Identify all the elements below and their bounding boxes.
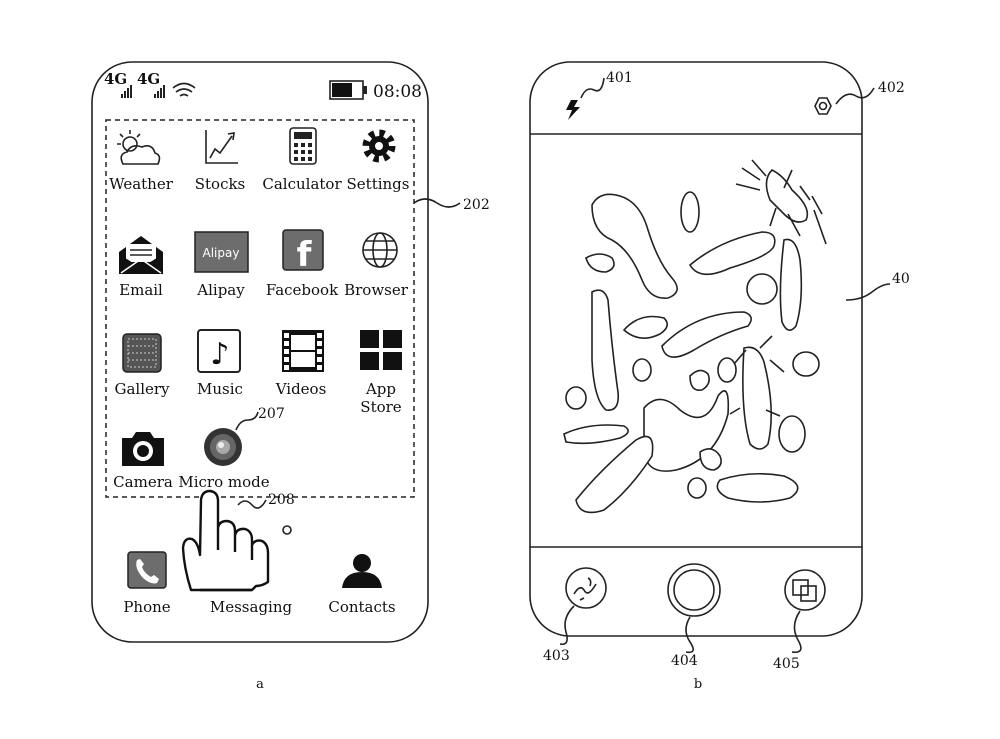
callout-207: 207: [258, 406, 285, 422]
status-bar: 4G 4G 08:08: [104, 70, 422, 102]
app-grid-region: [105, 119, 415, 498]
app-label-camera: Camera: [113, 473, 173, 491]
viewfinder[interactable]: [563, 159, 827, 514]
callout-40: 40: [892, 271, 910, 287]
app-videos[interactable]: Videos: [275, 330, 327, 398]
callout-leader-401: [580, 77, 605, 99]
app-label-facebook: Facebook: [266, 281, 339, 299]
email-icon: [119, 236, 163, 274]
callout-401: 401: [606, 70, 633, 86]
app-label-calculator: Calculator: [262, 175, 342, 193]
app-label-weather: Weather: [109, 175, 174, 193]
callout-403: 403: [543, 648, 570, 664]
app-label-app-store-1: App: [365, 380, 396, 398]
app-label-gallery: Gallery: [114, 380, 170, 398]
alipay-icon-text: Alipay: [203, 246, 240, 260]
callout-404: 404: [671, 653, 698, 669]
callout-leader-40: [845, 283, 891, 301]
music-note-glyph: ♪: [210, 337, 229, 372]
callout-leader-405: [791, 610, 802, 654]
gallery-icon: [122, 333, 162, 373]
network-label-1: 4G: [104, 70, 127, 88]
dock-label-contacts: Contacts: [328, 598, 395, 616]
music-note-icon: ♪: [197, 329, 241, 373]
app-camera[interactable]: Camera: [113, 432, 173, 491]
callout-leader-208: [237, 499, 267, 509]
app-alipay[interactable]: Alipay Alipay: [194, 231, 249, 299]
app-gallery[interactable]: Gallery: [114, 333, 170, 398]
phone-icon: [127, 551, 167, 589]
weather-icon: [117, 130, 161, 165]
app-label-micro-mode: Micro mode: [178, 473, 269, 491]
callout-leader-202: [413, 198, 461, 208]
camera-icon: [122, 432, 164, 466]
app-email[interactable]: Email: [119, 236, 163, 299]
app-settings[interactable]: Settings: [347, 129, 410, 193]
phone-b-body: [529, 61, 863, 637]
dock-messaging[interactable]: Messaging: [210, 598, 293, 616]
app-weather[interactable]: Weather: [109, 130, 174, 193]
app-facebook[interactable]: f Facebook: [266, 229, 339, 299]
signal-icon-2: [154, 85, 165, 98]
callout-208: 208: [268, 492, 295, 508]
pointing-hand-icon: [181, 489, 270, 592]
app-label-videos: Videos: [275, 380, 327, 398]
dock-contacts[interactable]: Contacts: [328, 554, 396, 616]
app-label-app-store-2: Store: [360, 398, 402, 416]
app-label-stocks: Stocks: [195, 175, 246, 193]
gear-icon[interactable]: [814, 97, 832, 115]
app-calculator[interactable]: Calculator: [262, 127, 342, 193]
app-browser[interactable]: Browser: [344, 232, 409, 299]
app-stocks[interactable]: Stocks: [195, 130, 246, 193]
globe-icon: [362, 232, 398, 268]
dock-label-phone: Phone: [123, 598, 170, 616]
caption-a: a: [256, 677, 264, 692]
app-label-settings: Settings: [347, 175, 410, 193]
callout-405: 405: [773, 656, 800, 672]
film-icon: [282, 330, 324, 372]
dock-label-messaging: Messaging: [210, 598, 293, 616]
app-app-store[interactable]: App Store: [360, 330, 402, 416]
micro-mode-icon: [204, 428, 242, 466]
callout-leader-402: [835, 87, 875, 105]
caption-b: b: [694, 677, 702, 692]
status-time: 08:08: [373, 82, 422, 102]
callout-leader-404: [685, 616, 694, 654]
callout-leader-207: [235, 411, 259, 431]
gallery-thumbnail-button[interactable]: [565, 567, 607, 609]
facebook-icon: f: [282, 229, 324, 275]
dock-phone[interactable]: Phone: [123, 551, 171, 616]
app-micro-mode[interactable]: Micro mode: [178, 428, 270, 491]
phone-a: 4G 4G 08:08: [91, 61, 490, 692]
phone-b: 401 402: [529, 61, 910, 692]
alipay-icon: Alipay: [194, 231, 249, 273]
wifi-icon: [172, 82, 196, 97]
contacts-icon: [342, 554, 382, 588]
gear-icon: [362, 129, 396, 163]
app-label-email: Email: [119, 281, 163, 299]
stocks-icon: [205, 130, 238, 164]
battery-icon: [329, 80, 367, 100]
callout-402: 402: [878, 80, 905, 96]
calculator-icon: [289, 127, 317, 165]
shutter-button[interactable]: [667, 563, 721, 617]
callout-202: 202: [463, 197, 490, 213]
switch-camera-button[interactable]: [784, 569, 826, 611]
app-store-icon: [360, 330, 402, 370]
callout-leader-403: [559, 605, 575, 646]
app-label-browser: Browser: [344, 281, 409, 299]
app-music[interactable]: ♪ Music: [197, 329, 243, 398]
facebook-icon-glyph: f: [297, 235, 313, 275]
signal-icon-1: [121, 85, 132, 98]
page-indicator-dot[interactable]: [282, 525, 292, 535]
app-label-music: Music: [197, 380, 243, 398]
phone-a-body: [91, 61, 429, 643]
network-label-2: 4G: [137, 70, 160, 88]
app-label-alipay: Alipay: [196, 281, 245, 299]
flash-icon[interactable]: [566, 100, 580, 120]
